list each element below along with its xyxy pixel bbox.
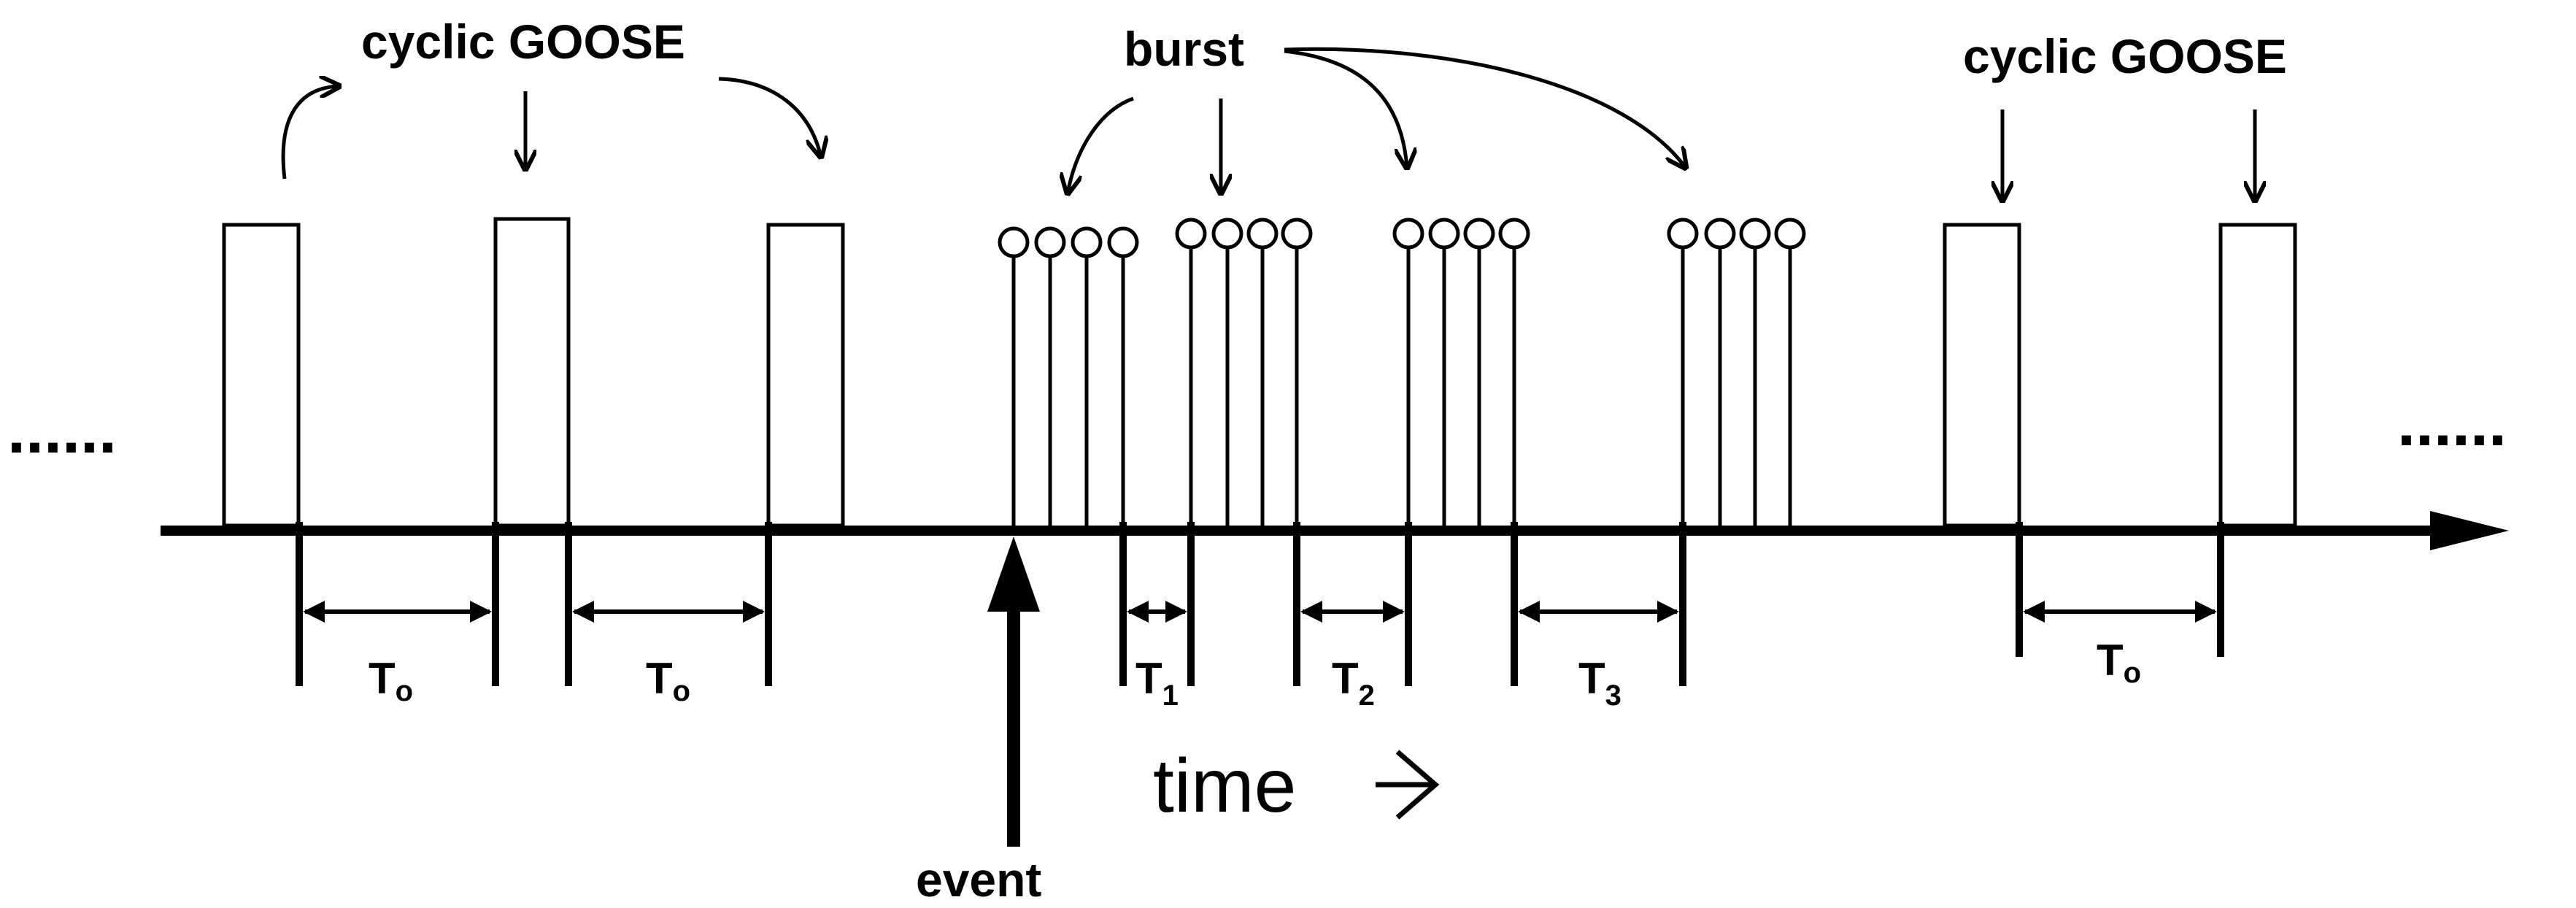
time-label-group: time — [1153, 744, 1440, 828]
burst-label: burst — [1124, 22, 1244, 76]
burst-group-3 — [1392, 218, 1530, 531]
time-axis — [161, 511, 2509, 550]
burst-group-1 — [998, 226, 1139, 531]
goose-frame — [766, 223, 845, 528]
goose-frame — [2218, 223, 2297, 528]
annotation-arrows-left — [281, 79, 821, 180]
ellipsis-left: ...... — [7, 394, 117, 467]
goose-frame — [493, 217, 571, 528]
interval-label-t0-c: To — [2097, 636, 2141, 689]
goose-frame — [222, 223, 301, 528]
interval-label-t1: T1 — [1135, 654, 1179, 712]
goose-frame — [1943, 223, 2021, 528]
interval-ticks — [296, 522, 2224, 686]
time-label: time — [1153, 744, 1296, 828]
cyclic-goose-label-right: cyclic GOOSE — [1963, 29, 2287, 83]
cyclic-goose-frames — [222, 217, 2297, 528]
burst-group-2 — [1175, 218, 1313, 531]
interval-labels: To To T1 T2 T3 To — [369, 636, 2141, 712]
interval-label-t0-b: To — [646, 654, 690, 707]
event-marker: event — [916, 536, 1041, 907]
up-arrow-icon — [987, 536, 1040, 847]
interval-label-t0-a: To — [369, 654, 413, 707]
cyclic-goose-label-left: cyclic GOOSE — [361, 15, 685, 69]
right-arrow-icon — [1376, 750, 1440, 820]
burst-group-4 — [1667, 218, 1806, 531]
annotation-arrows-right — [2002, 109, 2255, 201]
interval-label-t3: T3 — [1578, 654, 1621, 712]
ellipsis-right: ...... — [2397, 387, 2507, 460]
event-label: event — [916, 853, 1041, 907]
annotation-arrows-burst — [1068, 47, 1686, 193]
interval-label-t2: T2 — [1332, 654, 1375, 712]
